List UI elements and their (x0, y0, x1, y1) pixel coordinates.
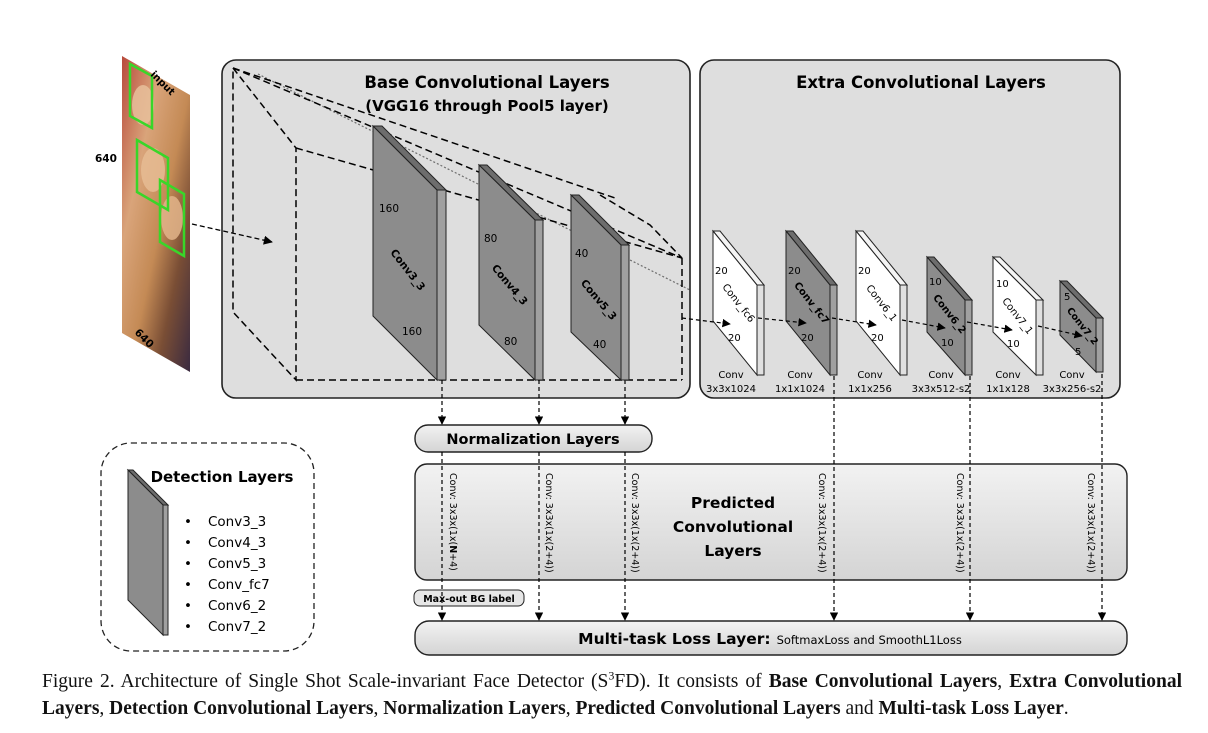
prediction-head-label: Conv: 3x3x(1x(2+4)) (816, 473, 827, 573)
layer-bottom-label: 20 (801, 333, 814, 344)
maxout-label: Max-out BG label (423, 594, 515, 605)
layer-top-label: 20 (788, 266, 801, 277)
loss-box (414, 620, 1128, 656)
layer-top-label: 10 (929, 277, 942, 288)
detection-item: Conv_fc7 (208, 577, 270, 593)
layer-conv5-3: Conv5_3 40 40 (569, 193, 631, 382)
layer-conv6-1: Conv6_1 20 20 (854, 229, 909, 377)
layer-bottom-label: 10 (1007, 339, 1020, 350)
layer-conv3-3: Conv3_3 160 160 (371, 124, 448, 382)
detection-layer-icon (126, 468, 170, 637)
conv-op-line1: Conv (995, 370, 1020, 381)
vertical-arrows (437, 374, 1107, 621)
svg-text:•: • (184, 535, 192, 551)
layer-conv6-2: Conv6_2 10 10 (925, 255, 974, 377)
conv-op-line2: 1x1x1024 (775, 384, 825, 395)
base-title-line1: Base Convolutional Layers (364, 73, 610, 92)
layer-bottom-label: 5 (1075, 347, 1081, 358)
predicted-title-line2: Convolutional (673, 518, 793, 536)
predicted-title-line1: Predicted (691, 494, 775, 512)
prediction-head-label: Conv: 3x3x(1x(2+4)) (629, 473, 640, 573)
layer-top-label: 20 (858, 266, 871, 277)
detection-item: Conv4_3 (208, 535, 266, 551)
layer-top-label: 10 (996, 279, 1009, 290)
layer-top-label: 80 (484, 233, 497, 245)
conv-op-line2: 1x1x128 (986, 384, 1030, 395)
prediction-head-labels: Conv: 3x3x(1x(N+4) Conv: 3x3x(1x(2+4)) C… (447, 473, 1096, 573)
svg-text:•: • (184, 598, 192, 614)
svg-text:•: • (184, 556, 192, 572)
face-shape (132, 85, 154, 125)
detection-item: Conv5_3 (208, 556, 266, 572)
extra-title: Extra Convolutional Layers (796, 73, 1046, 92)
prediction-head-label: Conv: 3x3x(1x(2+4)) (543, 473, 554, 573)
input-photo (122, 56, 190, 372)
conv-op-line2: 3x3x1024 (706, 384, 756, 395)
face-bounding-box (135, 137, 170, 213)
layer-conv-fc6: Conv_fc6 20 20 (711, 229, 766, 377)
conv-op-line1: Conv (1059, 370, 1084, 381)
predicted-title-line3: Layers (704, 542, 761, 560)
chain-arrows (681, 317, 1083, 339)
layer-conv7-2: Conv7_2 5 5 (1058, 279, 1105, 374)
layer-top-label: 160 (379, 203, 399, 215)
layer-conv7-1: Conv7_1 10 10 (991, 255, 1045, 377)
layer-top-label: 40 (575, 248, 588, 260)
prediction-head-label: Conv: 3x3x(1x(2+4)) (1085, 473, 1096, 573)
face-bounding-box (128, 61, 154, 131)
svg-text:•: • (184, 514, 192, 530)
input-height-label: 640 (95, 153, 117, 165)
detection-item: Conv7_2 (208, 619, 266, 635)
conv-op-line2: 1x1x256 (848, 384, 892, 395)
layer-conv-fc7: Conv_fc7 20 20 (784, 229, 839, 377)
normalization-box (414, 424, 653, 453)
layer-top-label: 20 (715, 266, 728, 277)
face-shape (161, 196, 183, 240)
base-title-line2: (VGG16 through Pool5 layer) (365, 97, 608, 115)
layer-bottom-label: 20 (871, 333, 884, 344)
layer-bottom-label: 80 (504, 336, 517, 348)
face-bounding-box (158, 177, 186, 259)
predicted-panel (414, 463, 1128, 581)
figure-caption: Figure 2. Architecture of Single Shot Sc… (42, 668, 1182, 720)
prediction-head-label: Conv: 3x3x(1x(2+4)) (954, 473, 965, 573)
conv-op-line1: Conv (928, 370, 953, 381)
loss-label: Multi-task Loss Layer:SoftmaxLoss and Sm… (578, 630, 962, 648)
conv-op-line1: Conv (787, 370, 812, 381)
detection-list: • Conv3_3 • Conv4_3 • Conv5_3 • Conv_fc7 • Co… (184, 514, 270, 635)
layer-top-label: 5 (1064, 292, 1070, 303)
prediction-head-first: Conv: 3x3x(1x(N+4) (447, 473, 458, 571)
conv-op-line2: 3x3x256-s2 (1043, 384, 1102, 395)
detection-title: Detection Layers (151, 468, 294, 486)
svg-text:•: • (184, 619, 192, 635)
detection-item: Conv3_3 (208, 514, 266, 530)
detection-item: Conv6_2 (208, 598, 266, 614)
svg-text:•: • (184, 577, 192, 593)
conv-op-line1: Conv (718, 370, 743, 381)
input-arrow (191, 223, 273, 245)
layer-bottom-label: 160 (402, 326, 422, 338)
layer-conv4-3: Conv4_3 80 80 (477, 163, 545, 382)
layer-bottom-label: 10 (941, 338, 954, 349)
input-image: input 640 640 (95, 56, 190, 372)
conv-op-line1: Conv (857, 370, 882, 381)
layer-bottom-label: 40 (593, 339, 606, 351)
conv-op-line2: 3x3x512-s2 (912, 384, 971, 395)
architecture-diagram: input 640 640 Base Convolutional Layers … (95, 56, 1128, 656)
normalization-label: Normalization Layers (446, 432, 619, 448)
layer-bottom-label: 20 (728, 333, 741, 344)
